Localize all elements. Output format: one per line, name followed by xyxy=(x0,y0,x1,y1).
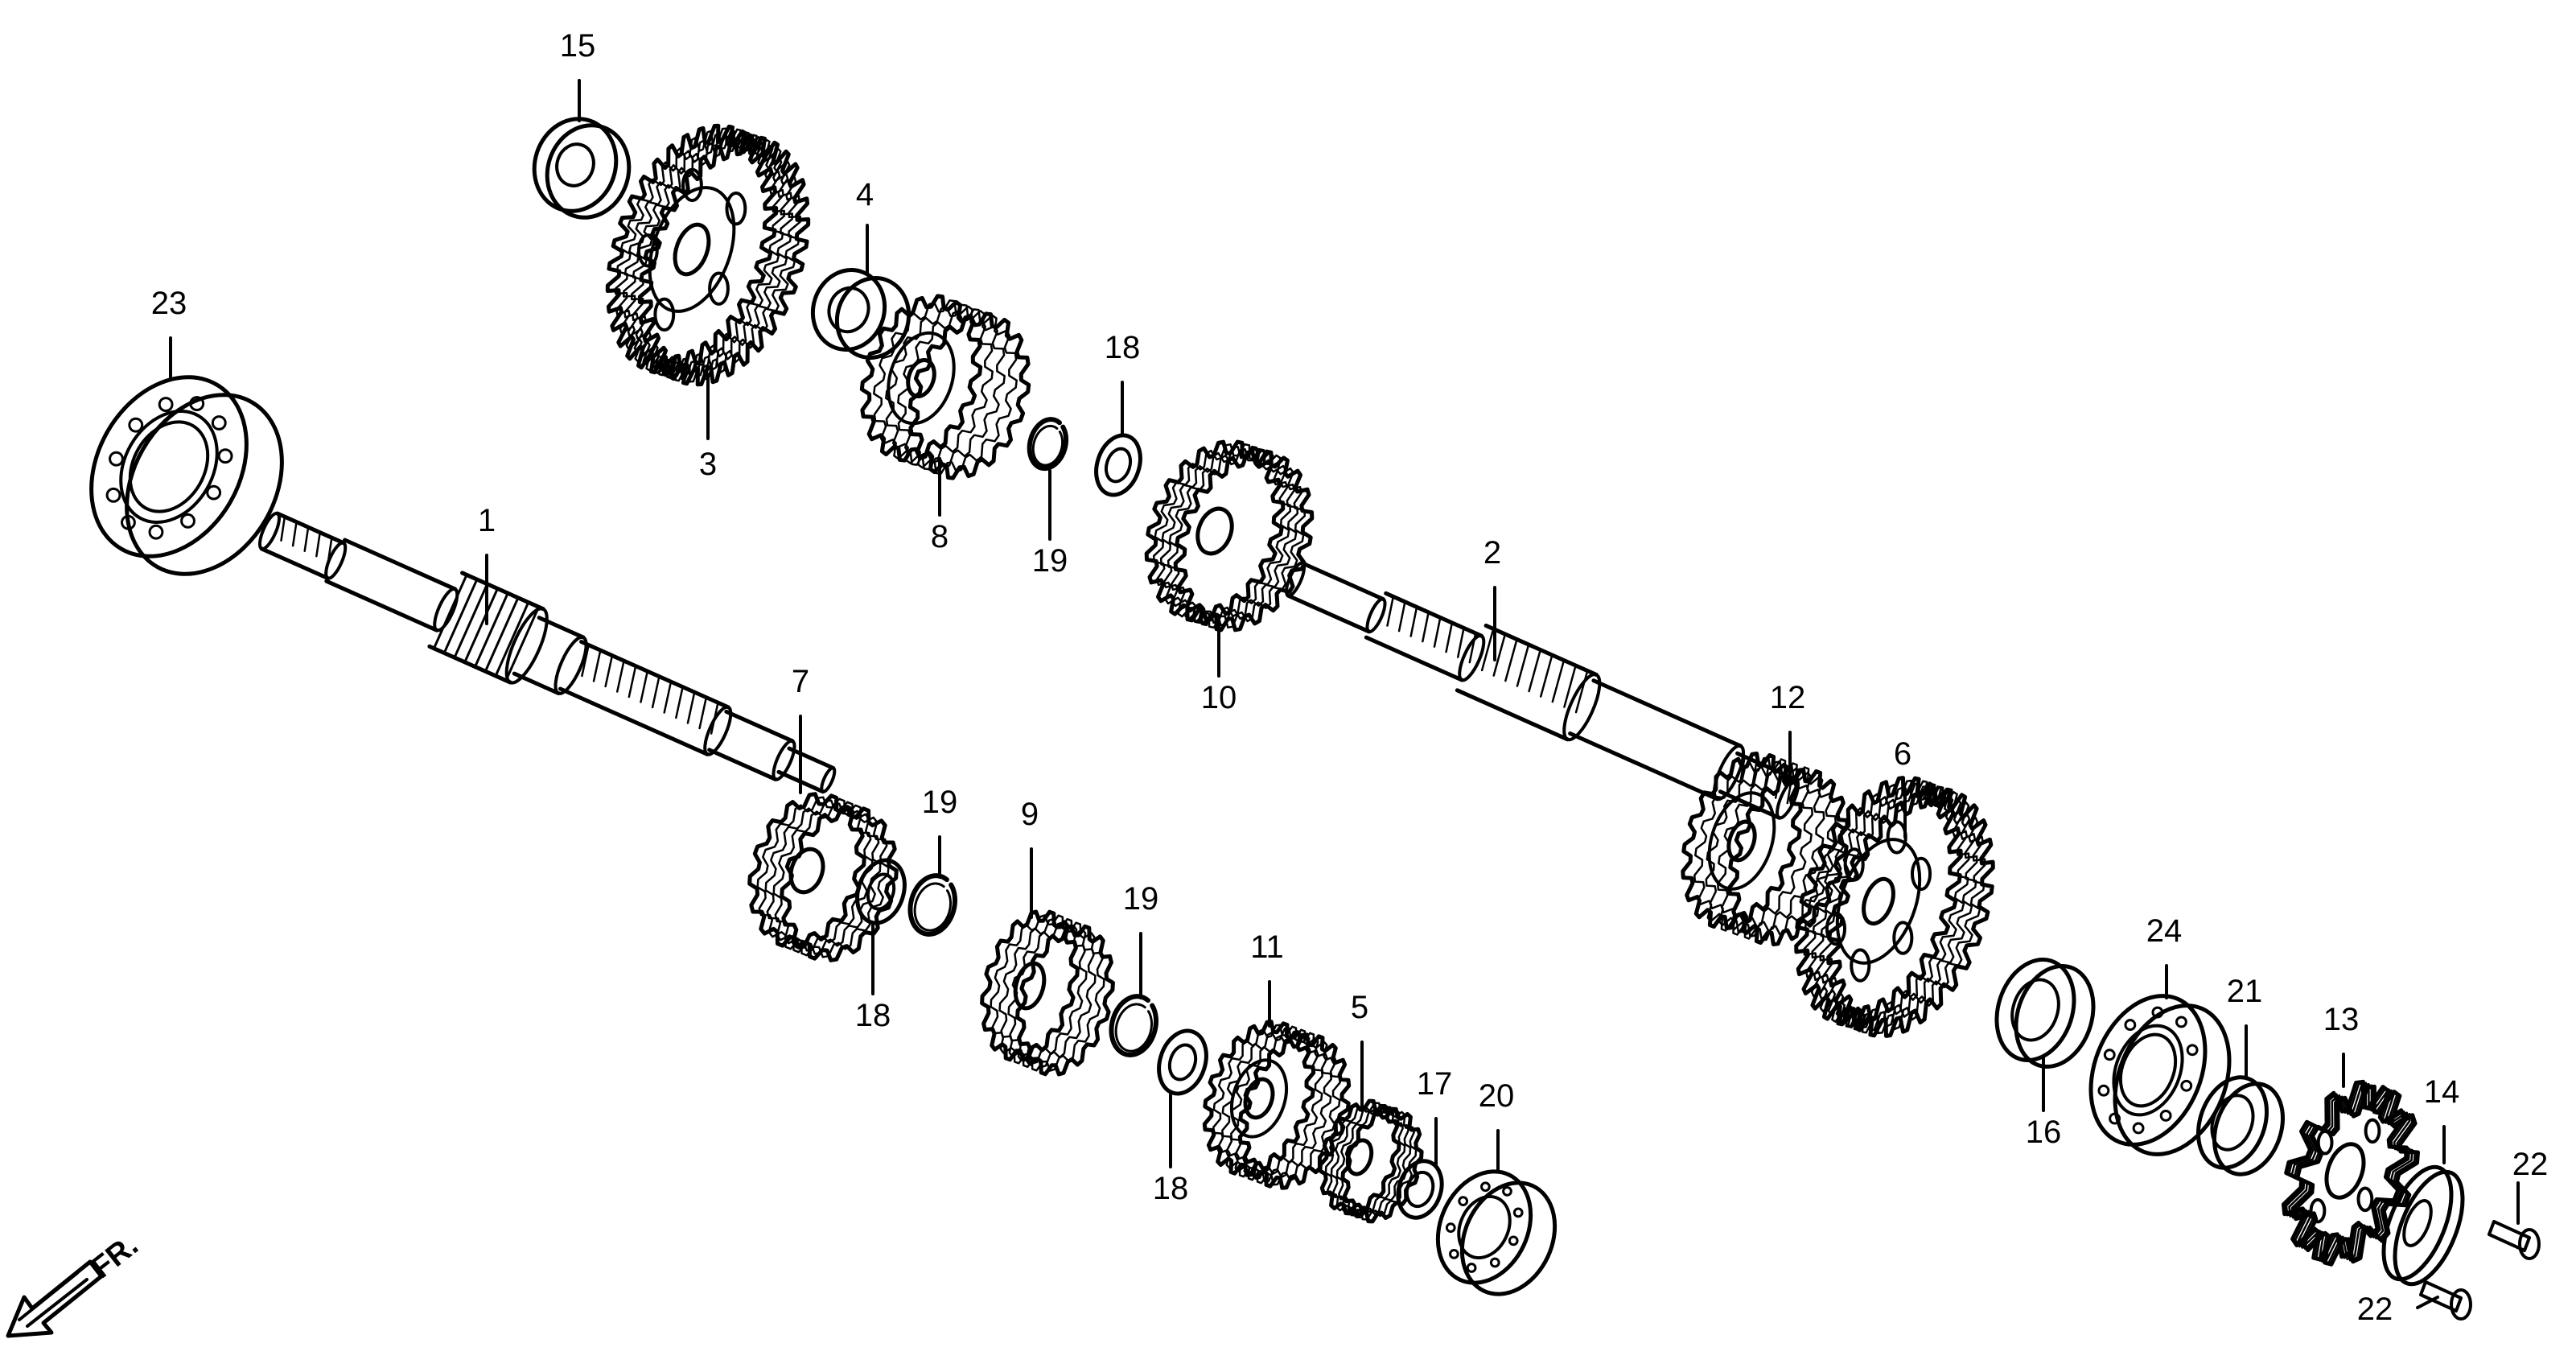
arrow-icon xyxy=(6,1259,104,1338)
counter-shaft-2 xyxy=(1284,561,1800,820)
part-label-p8: 8 xyxy=(931,519,949,554)
part-label-p24: 24 xyxy=(2146,913,2183,949)
part-label-p12: 12 xyxy=(1770,680,1806,715)
part-label-p18c: 18 xyxy=(1153,1171,1189,1206)
bushing-4 xyxy=(810,268,911,360)
part-label-p5: 5 xyxy=(1351,990,1368,1025)
part-label-p10: 10 xyxy=(1201,680,1237,715)
bearing-23 xyxy=(89,375,284,576)
leader-p22b xyxy=(2416,1296,2439,1309)
part-label-p11: 11 xyxy=(1250,929,1284,965)
gear-3 xyxy=(605,123,811,387)
part-label-p17: 17 xyxy=(1417,1066,1453,1102)
gear-5 xyxy=(1318,1098,1424,1224)
part-label-p22a: 22 xyxy=(2512,1147,2549,1182)
part-label-p23: 23 xyxy=(151,286,187,321)
part-label-p18a: 18 xyxy=(1105,330,1141,365)
bolt-22-1 xyxy=(2488,1220,2541,1260)
part-label-p14: 14 xyxy=(2424,1074,2460,1110)
part-label-p7: 7 xyxy=(792,664,809,699)
sprocket-13 xyxy=(2282,1079,2420,1267)
gear-6 xyxy=(1794,776,1995,1038)
part-label-p19b: 19 xyxy=(922,785,958,820)
washer-18-lower xyxy=(1157,1028,1208,1096)
part-label-p20: 20 xyxy=(1479,1078,1515,1114)
circlip-19-upper xyxy=(1027,417,1069,472)
part-label-p18b: 18 xyxy=(855,998,891,1033)
part-label-p21: 21 xyxy=(2227,974,2263,1009)
washer-18-upper xyxy=(1094,433,1142,497)
gear-10 xyxy=(1144,439,1315,632)
gear-7 xyxy=(747,792,899,962)
part-label-p9: 9 xyxy=(1021,797,1039,832)
part-label-p16: 16 xyxy=(2026,1115,2062,1150)
collar-15 xyxy=(532,117,632,220)
leader-lines xyxy=(169,79,2520,1309)
part-label-p13: 13 xyxy=(2323,1002,2360,1037)
artwork xyxy=(89,117,2541,1321)
fixing-plate-14 xyxy=(2381,1164,2465,1287)
bearing-20 xyxy=(1435,1169,1558,1296)
part-label-p6: 6 xyxy=(1894,736,1911,772)
circlip-19-lower xyxy=(1109,994,1158,1057)
part-label-p19c: 19 xyxy=(1123,881,1159,917)
part-label-p1: 1 xyxy=(478,503,496,538)
oil-seal-21 xyxy=(2195,1075,2286,1176)
bolt-22-2 xyxy=(2419,1280,2472,1321)
circlip-19-mid xyxy=(907,873,957,937)
washer-17 xyxy=(1396,1159,1444,1220)
gear-12 xyxy=(1681,752,1850,946)
part-label-p2: 2 xyxy=(1483,535,1501,571)
bearing-24 xyxy=(2088,994,2232,1156)
part-label-p3: 3 xyxy=(699,447,717,482)
direction-label: FR. xyxy=(85,1228,145,1285)
part-label-p15: 15 xyxy=(560,28,596,64)
washer-18-mid xyxy=(855,858,907,925)
collar-16 xyxy=(1994,957,2096,1069)
gear-11 xyxy=(1202,1020,1352,1190)
front-direction-arrow: FR. xyxy=(6,1228,145,1338)
callout-labels: 1234567891011121314151617181818191919202… xyxy=(151,28,2549,1327)
part-label-p4: 4 xyxy=(856,177,874,212)
gear-9 xyxy=(980,909,1115,1077)
gear-8 xyxy=(859,294,1031,480)
part-label-p22b: 22 xyxy=(2357,1292,2393,1327)
main-shaft-1 xyxy=(257,511,837,794)
part-label-p19a: 19 xyxy=(1032,543,1068,579)
